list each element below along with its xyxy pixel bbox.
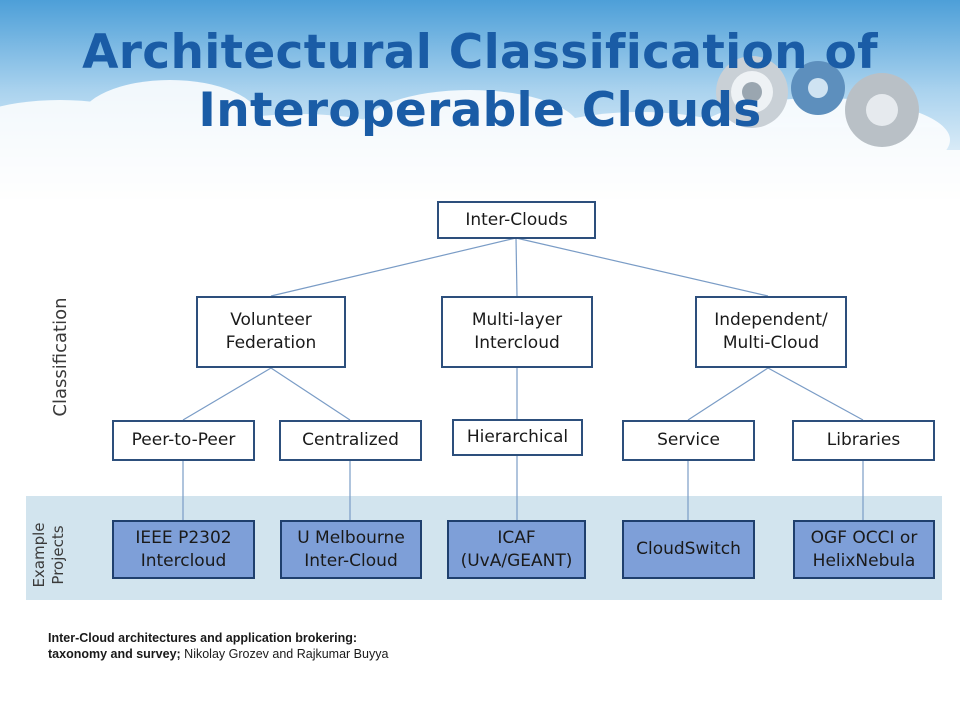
connector-root-independent	[515, 237, 769, 297]
project-ogf-occi: OGF OCCI or HelixNebula	[793, 520, 935, 579]
node-service-label: Service	[657, 430, 720, 450]
node-volunteer-line-1: Volunteer	[230, 310, 312, 330]
project-ogf-line-2: HelixNebula	[812, 550, 916, 571]
project-melbourne-line-2: Inter-Cloud	[304, 550, 398, 571]
connector-independent-service	[687, 367, 769, 421]
sky-banner	[0, 0, 960, 200]
project-melbourne-label: U Melbourne Inter-Cloud	[297, 527, 405, 573]
title-line-1: Architectural Classification of	[82, 25, 878, 80]
citation-title-line-2: taxonomy and survey;	[48, 647, 181, 661]
project-melbourne-line-1: U Melbourne	[297, 527, 405, 548]
citation-title-line-1: Inter-Cloud architectures and applicatio…	[48, 631, 358, 645]
connector-independent-libraries	[767, 367, 864, 421]
project-icaf-line-2: (UvA/GEANT)	[460, 550, 573, 571]
citation: Inter-Cloud architectures and applicatio…	[48, 630, 388, 662]
node-multilayer-label: Multi-layer Intercloud	[472, 309, 562, 355]
project-icaf-label: ICAF (UvA/GEANT)	[461, 527, 573, 573]
node-peer-to-peer-label: Peer-to-Peer	[131, 430, 236, 450]
node-libraries: Libraries	[792, 420, 935, 461]
node-centralized: Centralized	[279, 420, 422, 461]
node-inter-clouds-label: Inter-Clouds	[465, 209, 568, 230]
connector-root-volunteer	[270, 237, 517, 297]
project-ieee-p2302: IEEE P2302 Intercloud	[112, 520, 255, 579]
node-hierarchical-label: Hierarchical	[466, 427, 569, 447]
project-ogf-line-1: OGF OCCI or	[810, 527, 918, 548]
slide-title: Architectural Classification of Interope…	[0, 24, 960, 140]
connector-volunteer-centralized	[270, 367, 351, 421]
node-service: Service	[622, 420, 755, 461]
project-icaf-line-1: ICAF	[497, 527, 536, 548]
node-independent-line-1: Independent/	[714, 310, 828, 330]
project-ieee-line-1: IEEE P2302	[135, 527, 232, 548]
node-independent-line-2: Multi-Cloud	[722, 333, 820, 353]
node-hierarchical: Hierarchical	[452, 419, 583, 456]
node-multi-layer-intercloud: Multi-layer Intercloud	[441, 296, 593, 368]
gears-icon	[716, 56, 919, 147]
project-ieee-label: IEEE P2302 Intercloud	[135, 527, 231, 573]
node-independent-multi-cloud: Independent/ Multi-Cloud	[695, 296, 847, 368]
node-volunteer-federation-label: Volunteer Federation	[226, 309, 317, 355]
project-cloudswitch-label: CloudSwitch	[636, 539, 741, 559]
node-volunteer-federation: Volunteer Federation	[196, 296, 346, 368]
project-icaf: ICAF (UvA/GEANT)	[447, 520, 586, 579]
project-ieee-line-2: Intercloud	[140, 550, 227, 571]
node-libraries-label: Libraries	[826, 430, 901, 450]
project-ogf-label: OGF OCCI or HelixNebula	[811, 527, 918, 573]
title-line-2: Interoperable Clouds	[198, 83, 762, 138]
citation-authors: Nikolay Grozev and Rajkumar Buyya	[180, 647, 389, 661]
project-cloudswitch: CloudSwitch	[622, 520, 755, 579]
node-independent-label: Independent/ Multi-Cloud	[714, 309, 827, 355]
project-u-melbourne: U Melbourne Inter-Cloud	[280, 520, 422, 579]
connector-volunteer-peer	[182, 367, 272, 421]
node-inter-clouds: Inter-Clouds	[437, 201, 596, 239]
node-multilayer-line-2: Intercloud	[474, 333, 560, 353]
node-centralized-label: Centralized	[302, 430, 399, 450]
node-peer-to-peer: Peer-to-Peer	[112, 420, 255, 461]
node-volunteer-line-2: Federation	[225, 333, 317, 353]
connector-root-multilayer	[515, 237, 518, 297]
cloud-decoration	[0, 80, 960, 200]
node-multilayer-line-1: Multi-layer	[471, 310, 563, 330]
